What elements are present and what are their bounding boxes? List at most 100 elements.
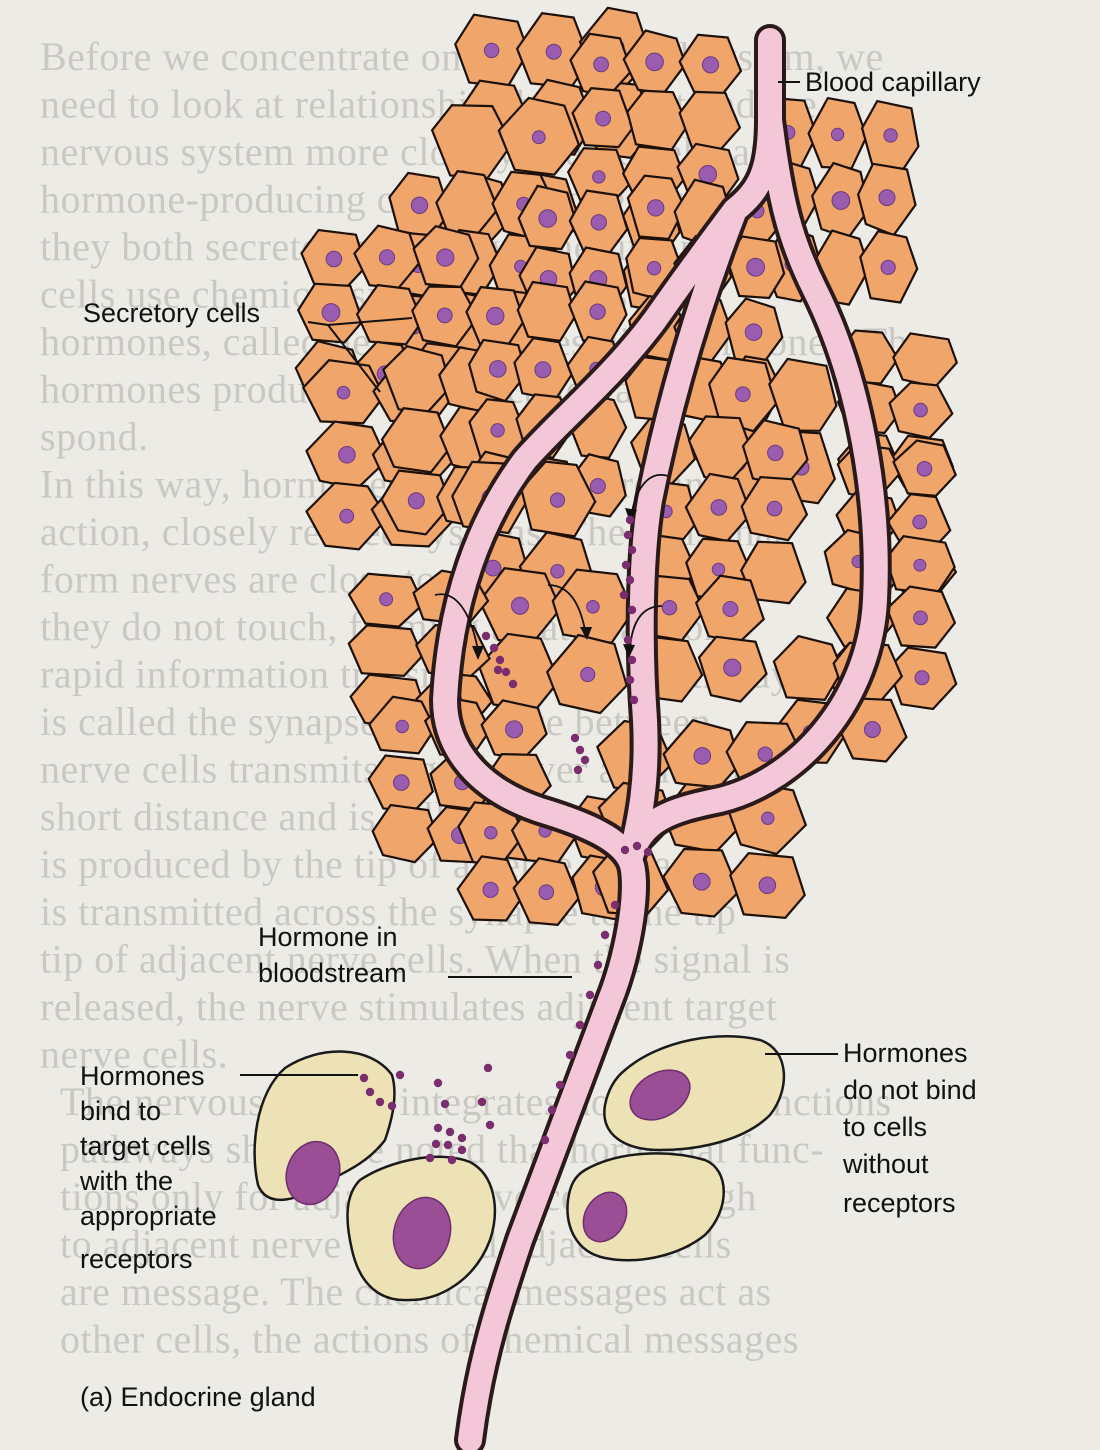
label-secretory-cells: Secretory cells xyxy=(83,298,260,328)
cell-nucleus xyxy=(393,774,410,791)
cell-nucleus xyxy=(647,199,665,217)
cell-nucleus xyxy=(692,872,711,891)
hormone-dot xyxy=(375,1097,385,1107)
cell-nucleus xyxy=(531,130,546,145)
cell-nucleus xyxy=(549,492,566,508)
hormone-dot xyxy=(485,1120,495,1130)
hormone-dot xyxy=(629,695,639,705)
cell-nucleus xyxy=(863,721,881,738)
hormone-dot xyxy=(425,1153,435,1163)
cell-nucleus xyxy=(593,56,609,73)
secretory-cell xyxy=(355,283,424,346)
hormone-dot xyxy=(457,1145,467,1155)
cell-nucleus xyxy=(407,492,425,510)
cell-nucleus xyxy=(436,248,455,267)
labels: Blood capillary Secretory cells Hormone … xyxy=(79,67,981,1412)
hormone-molecules xyxy=(359,515,653,1165)
cell-nucleus xyxy=(538,884,555,901)
background-text-line: nerve cells. xyxy=(40,1032,228,1077)
cell-nucleus xyxy=(883,128,898,143)
hormone-dot xyxy=(627,605,637,615)
cell-nucleus xyxy=(378,249,396,266)
label-hormones-do-not-bind-line3: to cells xyxy=(843,1112,927,1142)
label-hormones-bind-line3: target cells xyxy=(80,1131,211,1161)
cell-nucleus xyxy=(325,250,343,268)
label-hormones-bind-line4: with the xyxy=(79,1166,173,1196)
hormone-dot xyxy=(623,530,633,540)
hormone-dot xyxy=(575,745,585,755)
cell-nucleus xyxy=(757,746,773,762)
label-hormones-bind-line2: bind to xyxy=(80,1096,161,1126)
cell-nucleus xyxy=(550,564,565,579)
cell-nucleus xyxy=(589,303,606,320)
cell-nucleus xyxy=(913,610,928,626)
target-cells xyxy=(253,1035,786,1302)
hormone-dot xyxy=(632,841,642,851)
hormone-dot xyxy=(457,1133,467,1143)
hormone-dot xyxy=(625,675,635,685)
hormone-dot xyxy=(433,1078,443,1088)
cell-nucleus xyxy=(483,42,500,59)
cell-nucleus xyxy=(723,658,742,677)
hormone-dot xyxy=(387,1101,397,1111)
hormone-dot xyxy=(623,635,633,645)
background-text-line: released, the nerve stimulates adjacent … xyxy=(40,984,778,1029)
cell-nucleus xyxy=(766,500,783,517)
background-text-line: other cells, the actions of chemical mes… xyxy=(60,1317,799,1362)
cell-nucleus xyxy=(722,601,739,617)
cell-nucleus xyxy=(595,110,611,127)
cell-nucleus xyxy=(711,562,726,577)
cell-nucleus xyxy=(913,558,927,572)
cell-nucleus xyxy=(545,43,562,60)
hormone-dot xyxy=(489,643,499,653)
hormone-dot xyxy=(600,930,610,940)
hormone-dot xyxy=(621,560,631,570)
hormone-dot xyxy=(610,900,620,910)
label-hormone-in-bloodstream-line1: Hormone in xyxy=(258,922,398,952)
background-text-line: tip of adjacent nerve cells. When the si… xyxy=(40,937,790,982)
cell-nucleus xyxy=(878,189,896,207)
hormone-dot xyxy=(431,1139,441,1149)
cell-nucleus xyxy=(395,719,409,734)
target-cell-without-receptors-top xyxy=(603,1035,786,1152)
hormone-dot xyxy=(443,1140,453,1150)
hormone-dot xyxy=(540,1135,550,1145)
target-cell-with-receptors-top xyxy=(253,1050,396,1206)
secretory-cell xyxy=(772,634,844,702)
hormone-dot xyxy=(477,1097,487,1107)
cell-nucleus xyxy=(336,385,351,400)
hormone-dot xyxy=(433,1123,443,1133)
caption: (a) Endocrine gland xyxy=(80,1382,316,1412)
hormone-dot xyxy=(627,545,637,555)
label-hormones-bind-line6: receptors xyxy=(80,1244,193,1274)
hormone-dot xyxy=(483,1063,493,1073)
secretory-cell xyxy=(739,540,807,605)
cell-nucleus xyxy=(339,508,355,524)
hormone-dot xyxy=(585,990,595,1000)
secretory-cell xyxy=(380,407,453,474)
cell-nucleus xyxy=(580,666,596,683)
hormone-dot xyxy=(395,1070,405,1080)
cell-nucleus xyxy=(746,257,765,277)
cell-nucleus xyxy=(767,444,784,462)
cell-nucleus xyxy=(489,360,507,378)
hormone-dot xyxy=(481,631,491,641)
cell-nucleus xyxy=(701,56,720,74)
cell-nucleus xyxy=(916,461,933,477)
cell-nucleus xyxy=(735,386,751,403)
cell-nucleus xyxy=(379,592,394,607)
cell-nucleus xyxy=(744,323,763,342)
cell-nucleus xyxy=(321,303,341,322)
cell-nucleus xyxy=(590,214,607,231)
hormone-dot xyxy=(447,1155,457,1165)
secretory-cell xyxy=(768,357,838,432)
target-cell-without-receptors-bottom xyxy=(566,1152,725,1262)
cell-nucleus xyxy=(482,881,499,899)
hormone-dot xyxy=(625,515,635,525)
cell-nucleus xyxy=(592,170,606,184)
target-cell-with-receptors-bottom xyxy=(346,1155,497,1302)
hormone-dot xyxy=(620,845,630,855)
blood-capillary xyxy=(429,24,892,1450)
cell-nucleus xyxy=(758,876,777,895)
